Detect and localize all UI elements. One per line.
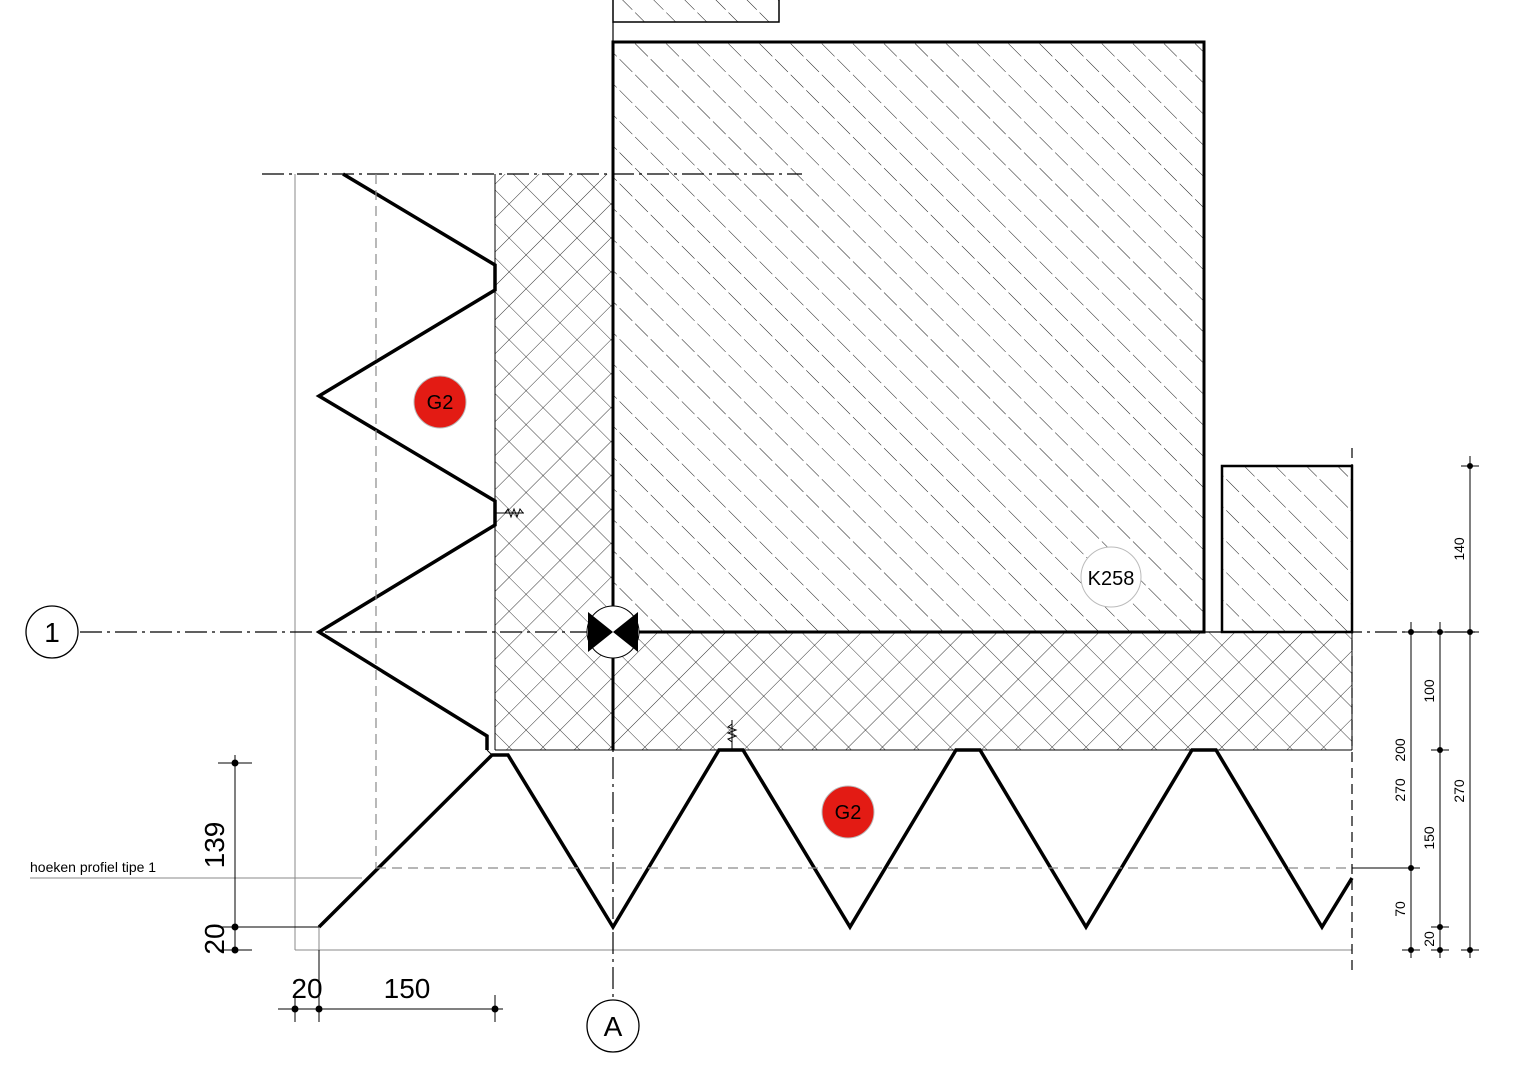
concrete-block-right xyxy=(1220,464,1354,634)
dimension-bottom-horizontal: 20 150 xyxy=(278,950,503,1022)
profile-annotation: hoeken profiel tipe 1 xyxy=(30,859,362,879)
top-beam-section xyxy=(612,0,780,23)
corner-symbol xyxy=(586,605,640,659)
svg-text:139: 139 xyxy=(199,822,230,869)
svg-text:70: 70 xyxy=(1392,901,1408,917)
dimension-right-col2: 100 270 150 20 xyxy=(1392,622,1449,958)
dimension-right-col3: 140 270 xyxy=(1451,456,1479,958)
svg-text:270: 270 xyxy=(1451,779,1467,803)
svg-text:270: 270 xyxy=(1392,778,1408,802)
g2-tag-horizontal: G2 xyxy=(821,785,875,839)
svg-text:20: 20 xyxy=(1421,931,1437,947)
svg-text:hoeken profiel tipe 1: hoeken profiel tipe 1 xyxy=(30,859,156,875)
svg-text:20: 20 xyxy=(199,923,230,954)
svg-text:G2: G2 xyxy=(835,802,862,824)
grid-marker-1: 1 xyxy=(25,605,79,659)
zigzag-profile-vertical xyxy=(315,172,497,750)
svg-text:1: 1 xyxy=(44,617,60,648)
svg-text:150: 150 xyxy=(1421,826,1437,850)
concrete-block-main xyxy=(611,40,1206,634)
svg-text:K258: K258 xyxy=(1088,568,1135,590)
svg-text:A: A xyxy=(604,1011,623,1042)
svg-text:150: 150 xyxy=(384,973,431,1004)
svg-text:140: 140 xyxy=(1451,537,1467,561)
grid-marker-a: A xyxy=(586,999,640,1053)
zigzag-profile-horizontal xyxy=(317,748,1354,931)
fastener-marks xyxy=(495,507,738,750)
svg-text:100: 100 xyxy=(1421,679,1437,703)
dimension-left-vertical: 139 20 xyxy=(199,755,319,955)
svg-text:200: 200 xyxy=(1392,738,1408,762)
svg-text:20: 20 xyxy=(291,973,322,1004)
dimension-right-col1: 200 70 xyxy=(1352,622,1420,958)
insulation-vertical xyxy=(494,174,613,750)
svg-text:G2: G2 xyxy=(427,392,454,414)
panel-tag-k258: K258 xyxy=(1080,546,1142,608)
g2-tag-vertical: G2 xyxy=(413,375,467,429)
